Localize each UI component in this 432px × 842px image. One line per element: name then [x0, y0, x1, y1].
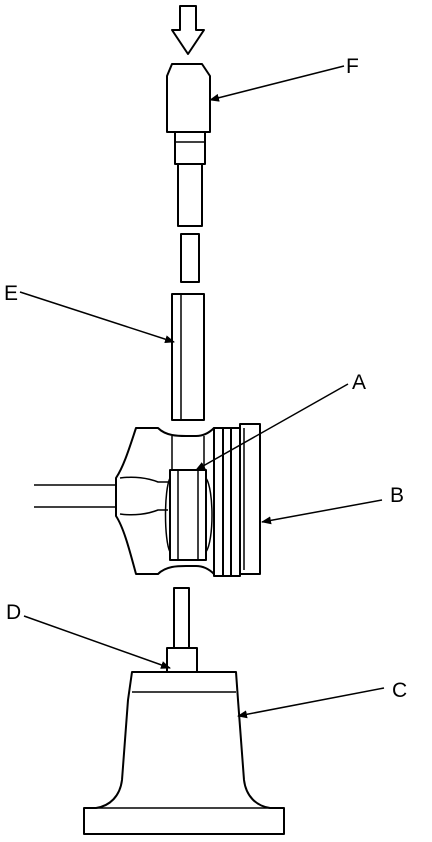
callout-b: B: [390, 484, 405, 507]
callout-e: E: [4, 282, 19, 305]
leader-d: [23, 615, 171, 669]
support-shaft-d: [166, 587, 198, 685]
callout-d: D: [6, 601, 22, 624]
leader-f: [209, 65, 345, 102]
leader-a: [195, 383, 349, 471]
pipe-e: [171, 293, 205, 421]
callout-c: C: [392, 679, 408, 702]
leader-c: [237, 687, 385, 719]
callout-a: A: [352, 371, 367, 394]
leader-e: [19, 291, 175, 344]
callout-f: F: [346, 55, 359, 78]
press-direction-arrow-icon: [171, 5, 205, 55]
bearing-a: [164, 436, 213, 561]
stand-c: [83, 671, 285, 835]
driver-tool-f: [166, 63, 211, 283]
leader-b: [261, 499, 383, 525]
housing-b: [34, 423, 261, 577]
